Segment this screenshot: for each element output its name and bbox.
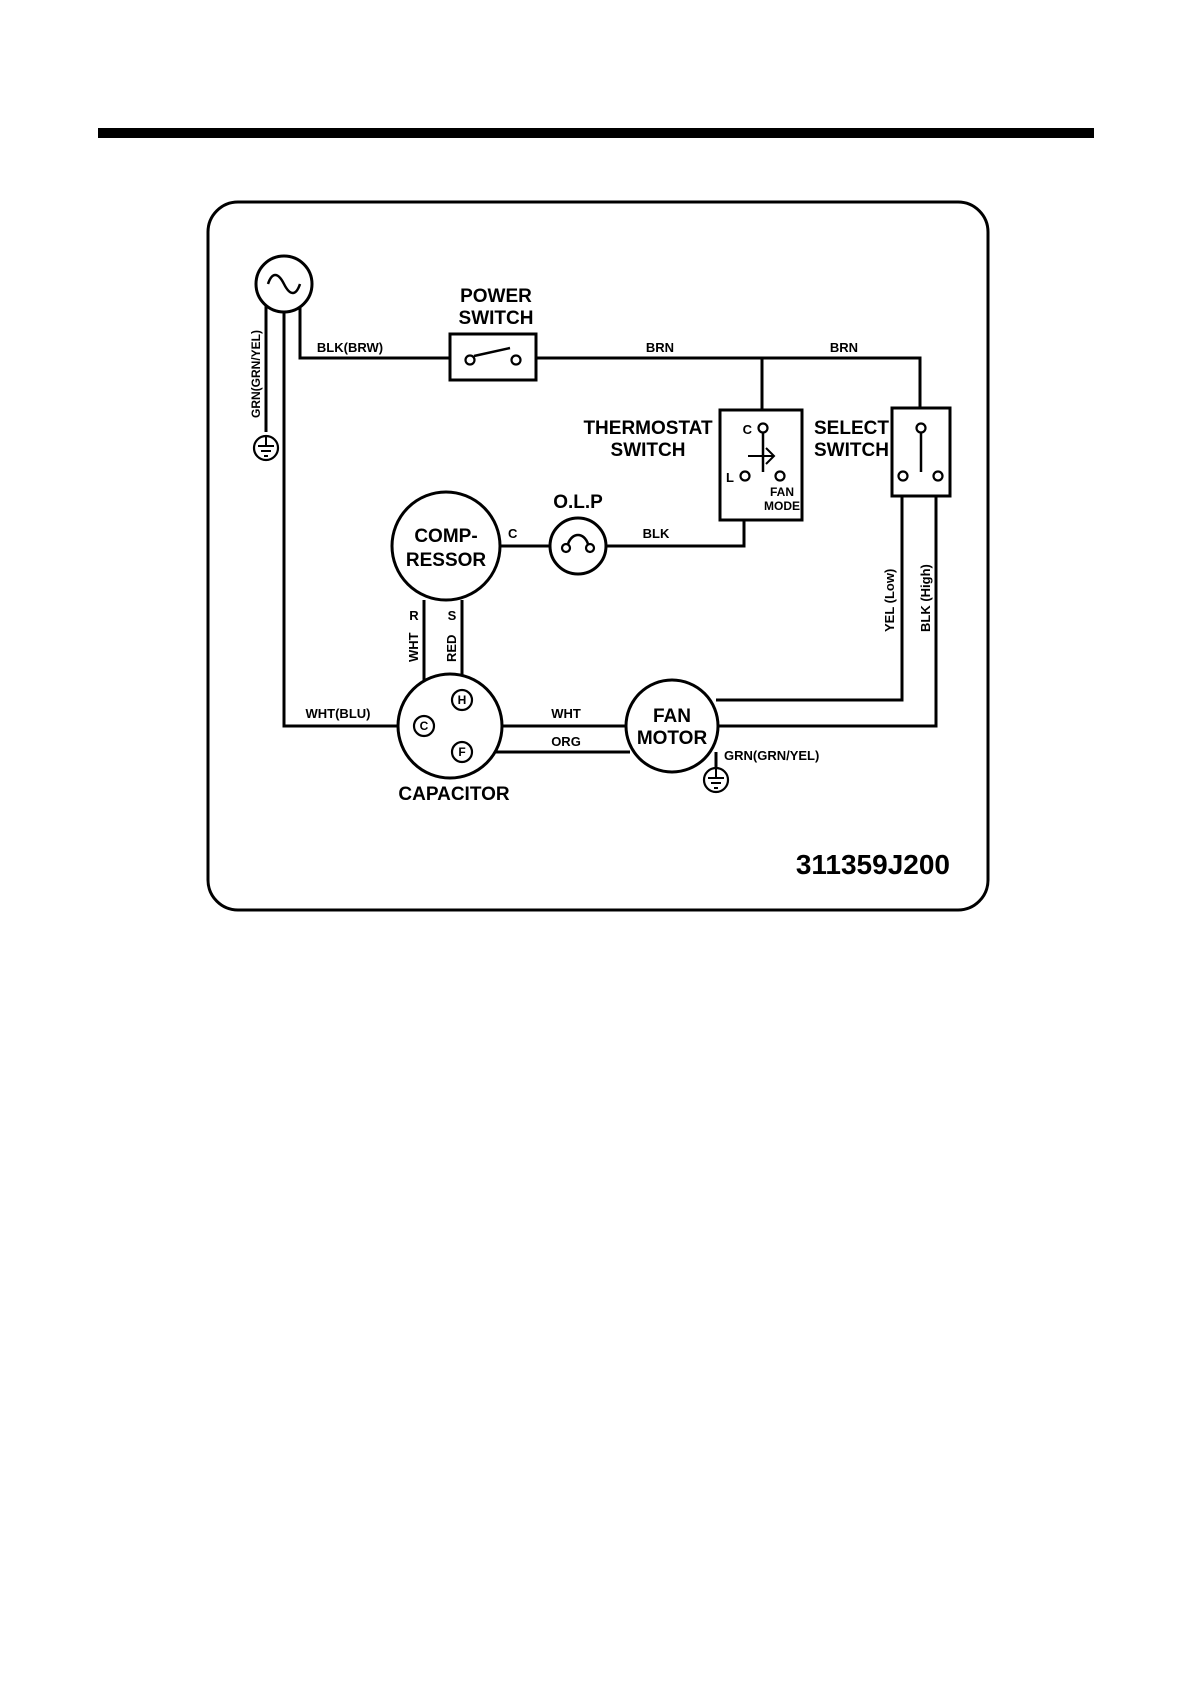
- label-capacitor-c: C: [420, 719, 429, 733]
- label-compressor-r: R: [409, 608, 419, 623]
- label-ground-plug: GRN(GRN/YEL): [249, 330, 263, 418]
- label-fan-mode-2: MODE: [764, 499, 800, 513]
- label-compressor-c: C: [508, 526, 518, 541]
- thermostat-terminal-l: [741, 472, 750, 481]
- part-number: 311359J200: [796, 849, 950, 880]
- label-olp: O.L.P: [553, 492, 603, 513]
- label-fan-motor-2: MOTOR: [637, 728, 708, 749]
- label-power-switch-1: POWER: [460, 286, 532, 307]
- power-switch: [450, 334, 536, 380]
- label-wire-blk-high: BLK (High): [918, 564, 933, 632]
- label-wire-fan-wht: WHT: [551, 706, 581, 721]
- label-wire-blk-brw: BLK(BRW): [317, 340, 383, 355]
- select-switch: [892, 408, 950, 496]
- label-compressor-s: S: [448, 608, 457, 623]
- label-power-switch-2: SWITCH: [459, 308, 534, 329]
- label-wire-fan-ground: GRN(GRN/YEL): [724, 748, 819, 763]
- label-wire-olp-blk: BLK: [643, 526, 670, 541]
- label-compressor-2: RESSOR: [406, 550, 487, 571]
- label-thermostat-l: L: [726, 470, 734, 485]
- header-rule: [98, 128, 1094, 138]
- ground-icon: [254, 436, 278, 460]
- label-fan-motor-1: FAN: [653, 706, 691, 727]
- label-wire-wht: WHT: [406, 632, 421, 662]
- power-switch-terminal: [512, 356, 521, 365]
- olp-circle: [550, 518, 606, 574]
- label-wire-fan-org: ORG: [551, 734, 581, 749]
- label-fan-mode-1: FAN: [770, 485, 794, 499]
- label-wire-yel-low: YEL (Low): [882, 569, 897, 632]
- wire-wht-blu: [284, 305, 404, 726]
- select-terminal-high: [934, 472, 943, 481]
- label-thermostat-c: C: [743, 422, 753, 437]
- olp-terminal: [562, 544, 570, 552]
- label-capacitor: CAPACITOR: [398, 784, 509, 805]
- label-capacitor-h: H: [458, 693, 467, 707]
- label-thermostat-1: THERMOSTAT: [583, 418, 713, 439]
- wire-brn: [536, 358, 920, 410]
- capacitor: [398, 674, 502, 778]
- label-wire-brn-1: BRN: [646, 340, 674, 355]
- label-select-2: SWITCH: [814, 440, 889, 461]
- label-select-1: SELECT: [814, 418, 889, 439]
- ground-icon: [704, 768, 728, 792]
- power-switch-terminal: [466, 356, 475, 365]
- label-wire-brn-2: BRN: [830, 340, 858, 355]
- label-thermostat-2: SWITCH: [611, 440, 686, 461]
- label-capacitor-f: F: [458, 745, 465, 759]
- olp: [550, 518, 606, 574]
- label-compressor-1: COMP-: [414, 526, 477, 547]
- power-switch-box: [450, 334, 536, 380]
- label-wire-wht-blu: WHT(BLU): [306, 706, 371, 721]
- select-terminal-low: [899, 472, 908, 481]
- label-wire-red: RED: [444, 635, 459, 662]
- olp-terminal: [586, 544, 594, 552]
- thermostat-terminal-fan: [776, 472, 785, 481]
- power-plug: [256, 256, 312, 312]
- select-terminal-common: [917, 424, 926, 433]
- thermostat-terminal-c: [759, 424, 768, 433]
